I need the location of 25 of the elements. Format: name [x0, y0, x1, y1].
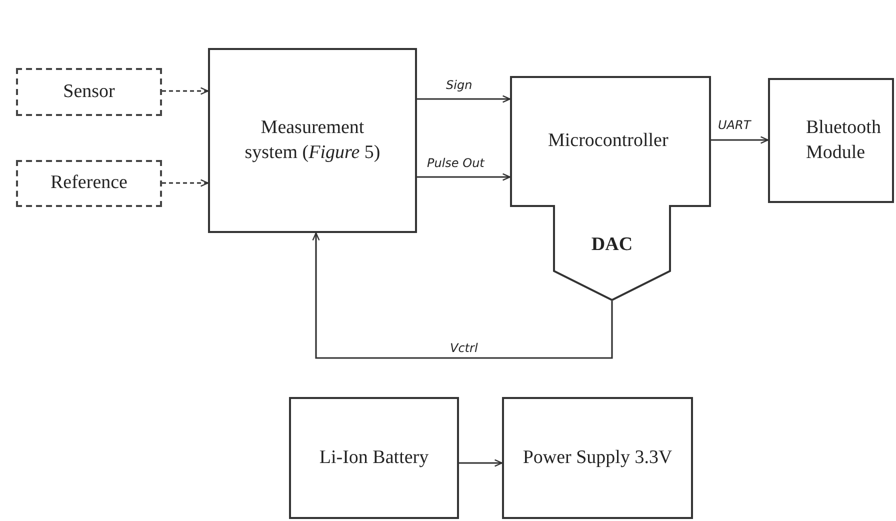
node-label: Sensor — [63, 80, 115, 104]
node-label: Bluetooth Module — [806, 116, 882, 164]
process-box — [289, 397, 459, 519]
node-label: Li-Ion Battery — [319, 446, 429, 470]
arrow — [459, 459, 503, 467]
edge-label: Pulse Out — [425, 156, 486, 170]
process-box — [208, 48, 417, 233]
input-box — [16, 68, 162, 116]
process-box — [502, 397, 693, 519]
arrow — [417, 173, 511, 181]
arrow — [162, 179, 209, 187]
arrow — [312, 232, 613, 359]
arrow — [417, 95, 511, 103]
node-label: DAC — [591, 233, 633, 257]
edge-label: Vctrl — [448, 341, 480, 355]
arrow — [711, 136, 769, 144]
edge-label: UART — [716, 118, 753, 132]
node-label: Reference — [50, 171, 128, 196]
edge-label: Sign — [444, 78, 474, 92]
process-box — [768, 78, 894, 203]
node-label: Power Supply 3.3V — [522, 446, 672, 470]
arrow — [162, 87, 209, 95]
node-label: Microcontroller — [548, 129, 668, 154]
node-label: Measurement system (Figure 5) — [244, 116, 382, 164]
input-box — [16, 160, 162, 207]
